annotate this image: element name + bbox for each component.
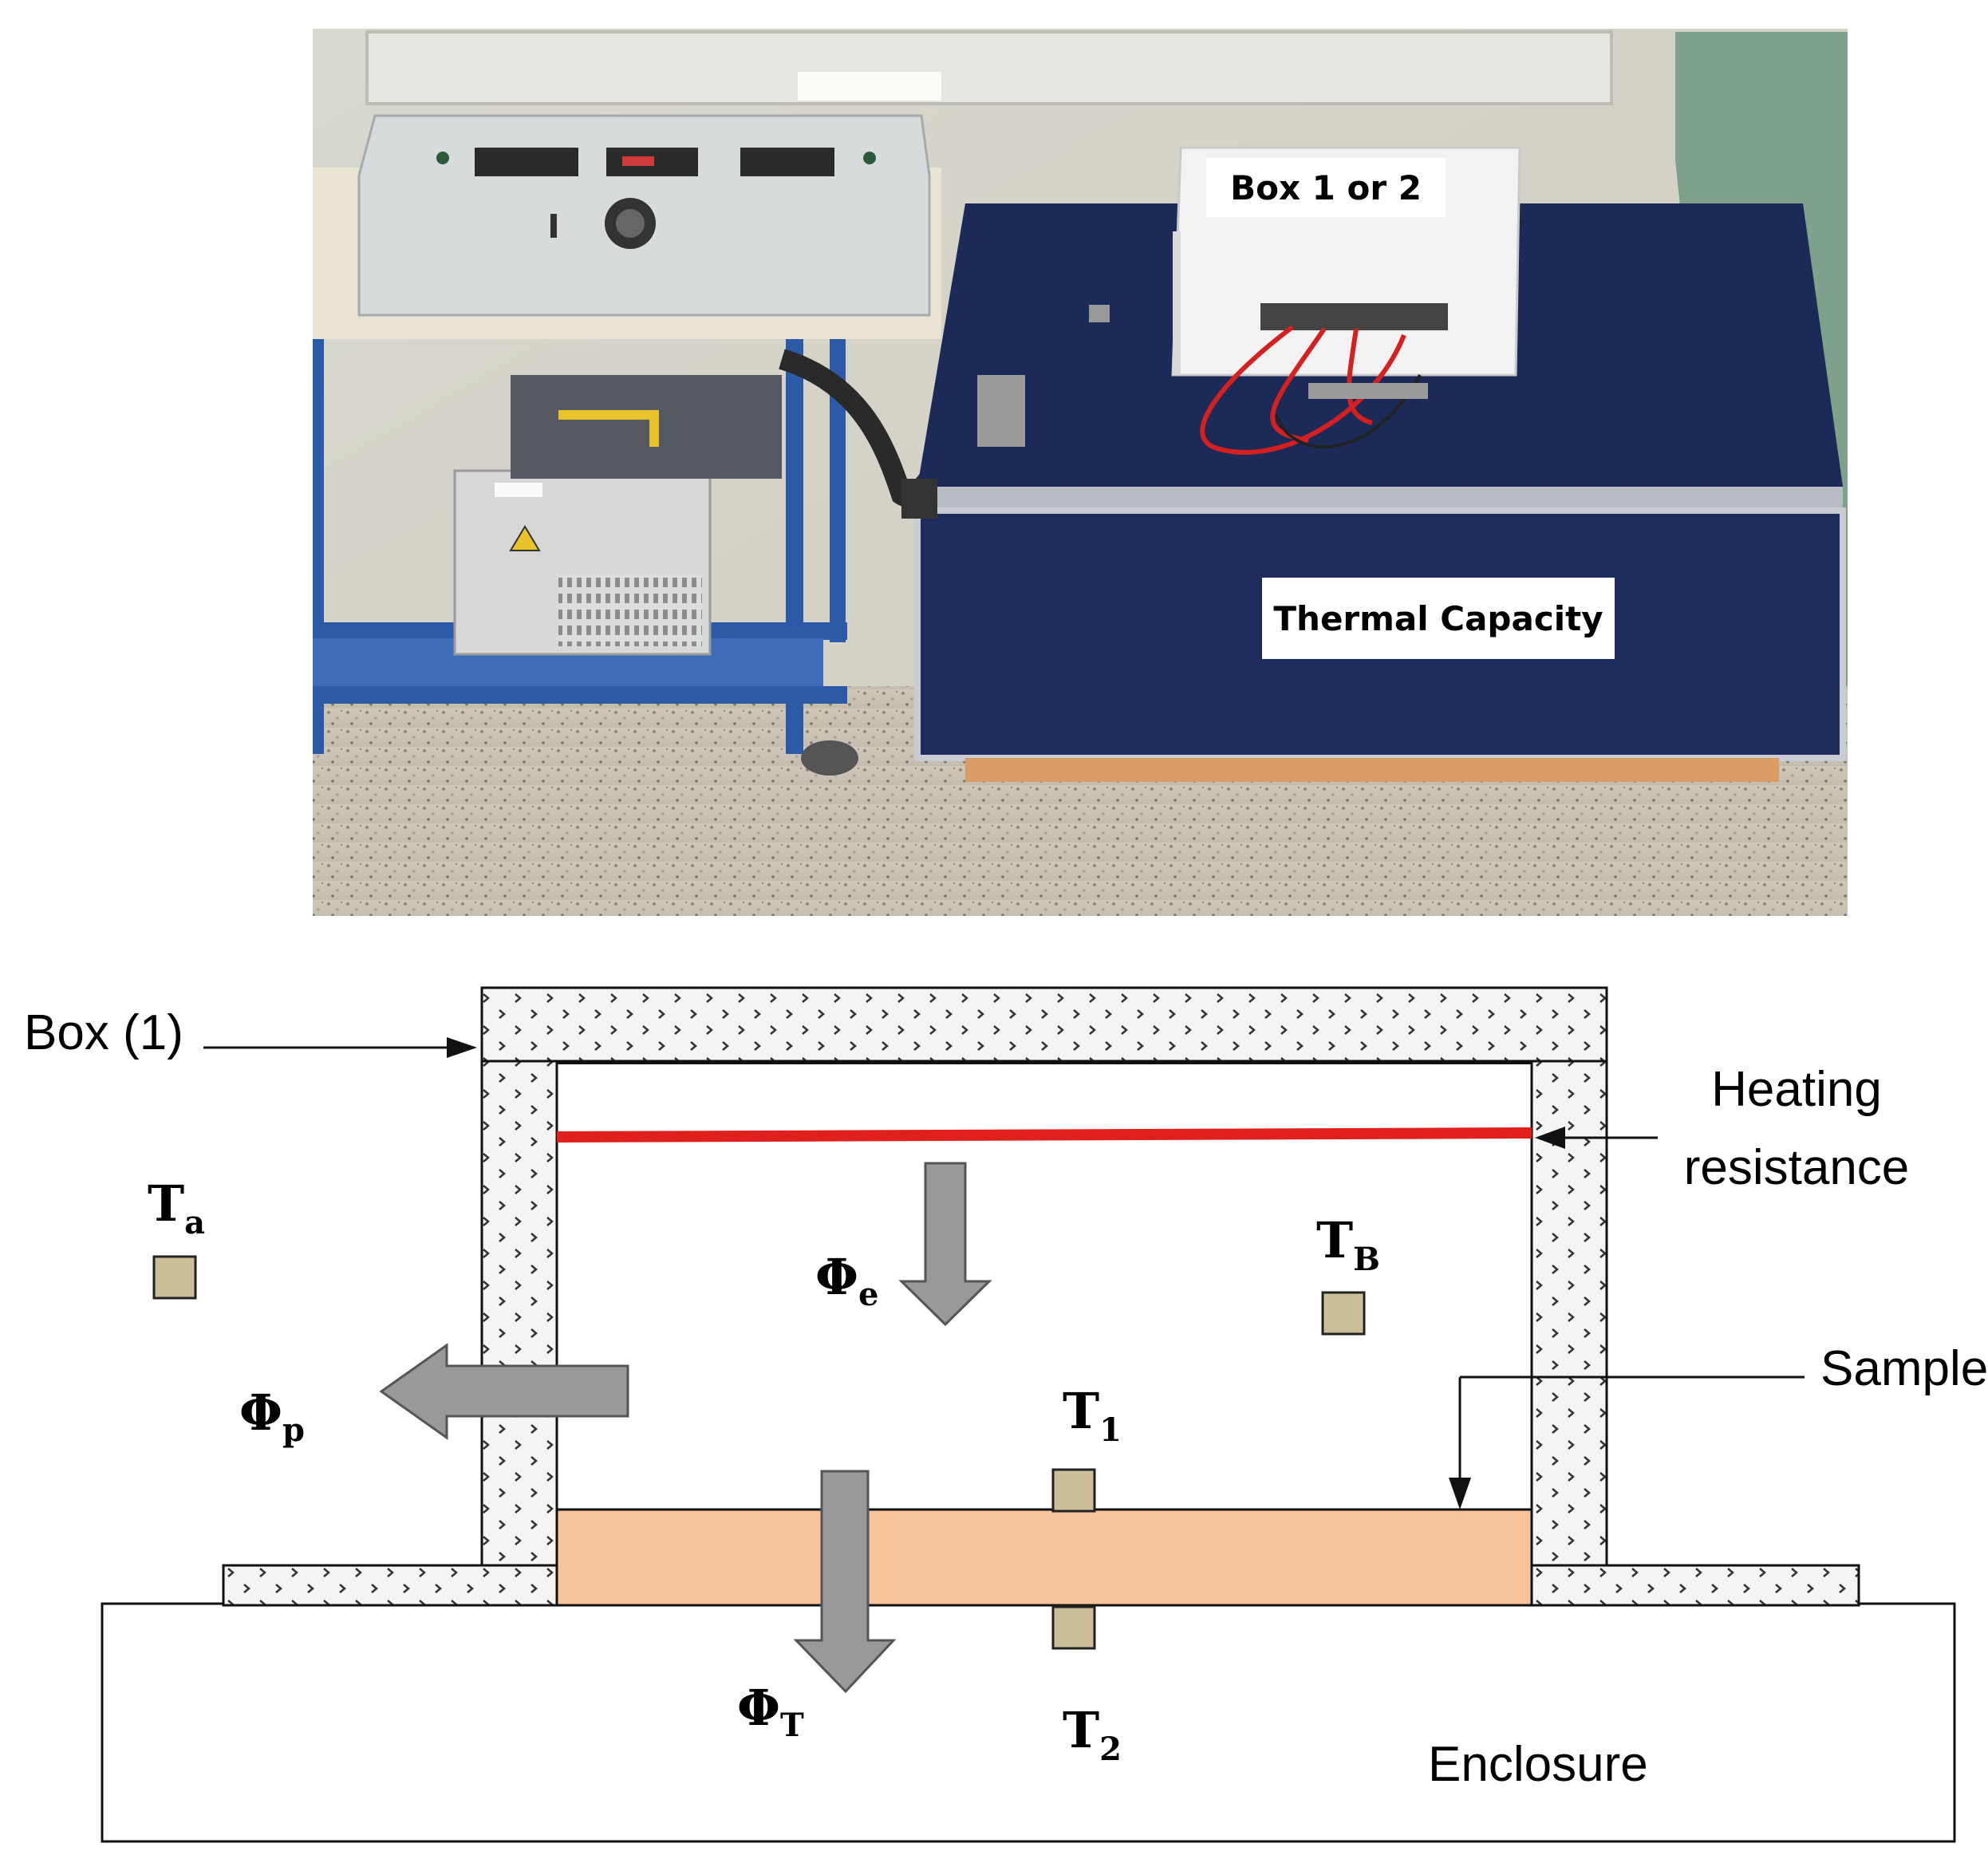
phi-t-sub: T <box>780 1707 804 1744</box>
schematic-diagram: Box (1) Heating resistance Sample Enclos… <box>24 986 1988 1843</box>
photo-label-thermal-text: Thermal Capacity <box>1273 599 1603 638</box>
box-wall-top <box>480 986 1608 1063</box>
box-wall-left <box>480 986 558 1567</box>
cart-wheel <box>801 740 858 776</box>
photo-label-thermal-bg <box>1262 578 1615 659</box>
base-insulation-right <box>1530 1564 1860 1607</box>
window-light <box>798 72 941 101</box>
lab-photo: Box 1 or 2 Thermal Capacity <box>313 29 1848 916</box>
leader-heating <box>1535 1127 1658 1149</box>
enclosure <box>101 1602 1956 1843</box>
flux-arrow-p <box>379 1343 629 1440</box>
box-inner-ceiling <box>557 1061 1532 1064</box>
sample-slab <box>555 1508 1533 1607</box>
heating-label-line1: Heating <box>1711 1062 1882 1117</box>
t1-label: T1 <box>1063 1382 1122 1449</box>
photo-label-thermal: Thermal Capacity <box>1262 578 1615 659</box>
sensor-t2 <box>1051 1605 1096 1650</box>
base-insulation-left <box>222 1564 558 1607</box>
enclosure-label: Enclosure <box>1428 1737 1648 1792</box>
box-wall-right <box>1530 986 1608 1567</box>
heating-resistance-line <box>556 1127 1532 1143</box>
leader-sample <box>1449 1375 1805 1510</box>
ta-base: T <box>148 1174 184 1233</box>
thermostat-bath <box>453 375 782 656</box>
t2-sub: 2 <box>1099 1731 1122 1768</box>
phi-t-base: Φ <box>737 1679 780 1737</box>
heating-label-line2: resistance <box>1684 1140 1910 1195</box>
tb-label: TB <box>1316 1211 1380 1278</box>
flux-arrow-t <box>793 1470 897 1694</box>
leader-box <box>203 1037 477 1058</box>
control-unit <box>357 114 931 317</box>
photo-label-box: Box 1 or 2 <box>1206 158 1446 217</box>
photo-label-box-bg <box>1206 158 1446 217</box>
t1-sub: 1 <box>1099 1411 1122 1449</box>
sensor-tb <box>1321 1291 1366 1336</box>
phi-p-sub: p <box>282 1411 305 1449</box>
tb-sub: B <box>1353 1241 1380 1278</box>
box-label: Box (1) <box>24 1005 183 1060</box>
sensor-ta <box>152 1255 197 1300</box>
phi-e-base: Φ <box>815 1248 858 1306</box>
tb-base: T <box>1316 1211 1353 1269</box>
sensor-t1 <box>1051 1468 1096 1513</box>
phi-p-label: Φp <box>239 1383 305 1449</box>
t2-label: T2 <box>1063 1701 1122 1768</box>
ta-sub: a <box>184 1204 205 1241</box>
t2-base: T <box>1063 1701 1099 1759</box>
window-frame <box>365 30 1613 105</box>
ta-label: Ta <box>148 1174 205 1241</box>
photo-label-box-text: Box 1 or 2 <box>1230 168 1422 207</box>
phi-t-label: ΦT <box>737 1679 804 1744</box>
phi-e-sub: e <box>858 1276 878 1313</box>
sample-label: Sample <box>1820 1341 1988 1396</box>
t1-base: T <box>1063 1382 1099 1440</box>
phi-p-base: Φ <box>239 1383 282 1442</box>
flux-arrow-e <box>898 1162 992 1327</box>
phi-e-label: Φe <box>815 1248 878 1313</box>
